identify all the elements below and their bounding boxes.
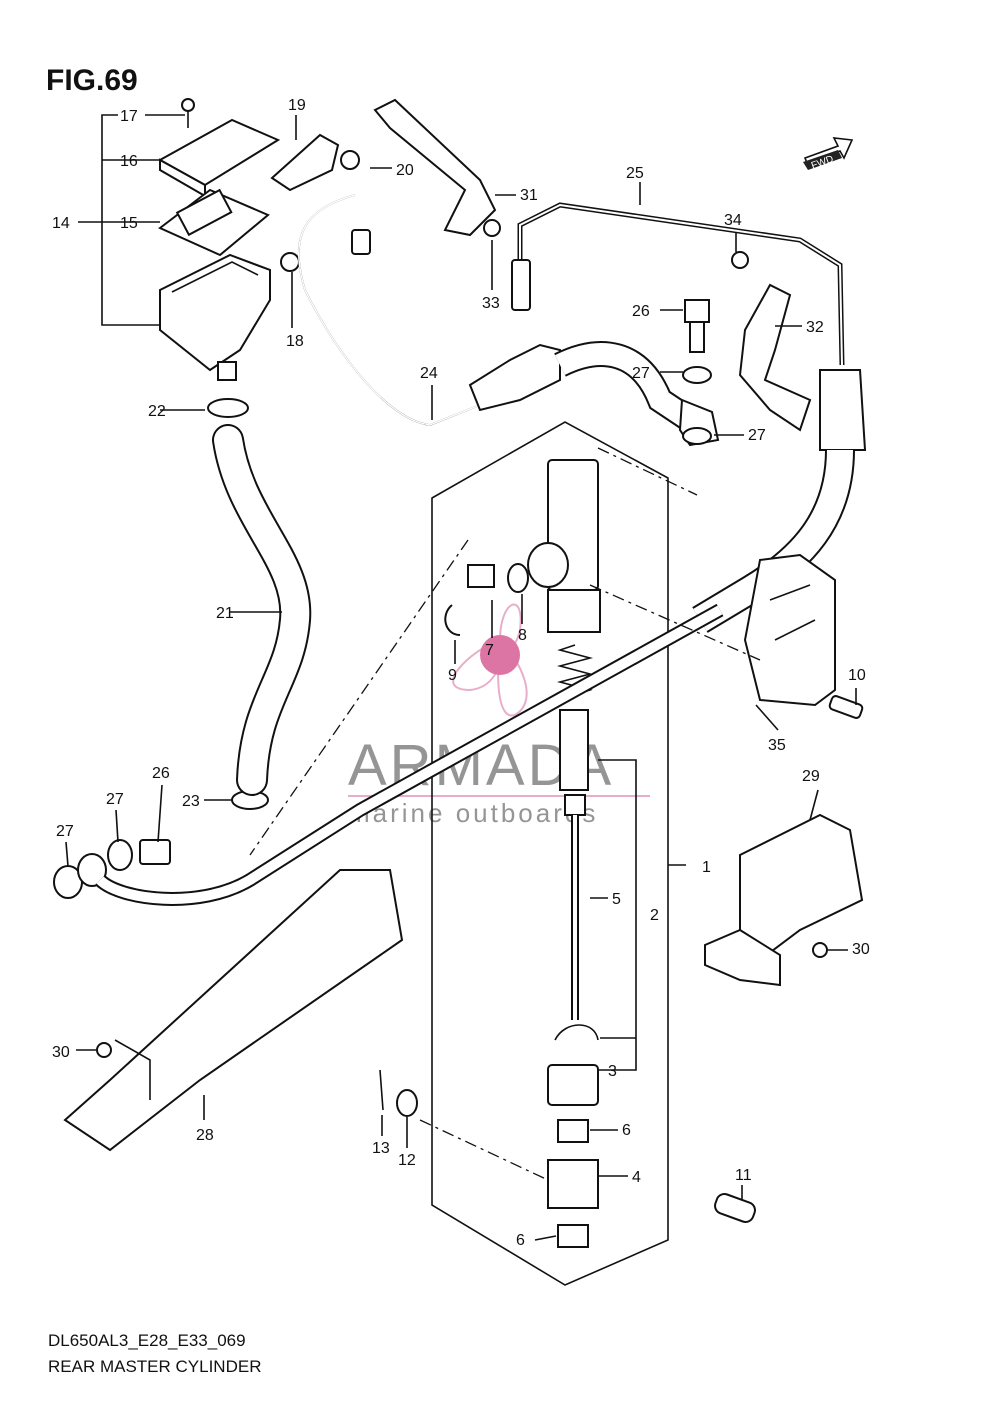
washer-27b: [682, 427, 712, 445]
master-cylinder-body: [444, 459, 601, 636]
callout-33: 33: [482, 295, 500, 312]
callout-30b: 30: [52, 1044, 70, 1061]
callout-30: 30: [852, 941, 870, 958]
union-bolt-26: [684, 299, 710, 323]
assembly-frame: [431, 421, 669, 1286]
callout-4: 4: [632, 1169, 641, 1186]
callout-22: 22: [148, 403, 166, 420]
callout-27: 27: [632, 365, 650, 382]
cotter-pin-13: [379, 1069, 384, 1111]
cover-29: [739, 813, 864, 962]
callout-15: 15: [120, 215, 138, 232]
clevis-4: [547, 1159, 599, 1209]
callout-27b: 27: [748, 427, 766, 444]
callout-3: 3: [608, 1063, 617, 1080]
reservoir-assembly: [157, 98, 281, 381]
figure-code: DL650AL3_E28_E33_069: [48, 1331, 246, 1350]
callout-25: 25: [626, 165, 644, 182]
screw-30-left: [96, 1042, 112, 1058]
callout-19: 19: [288, 97, 306, 114]
figure-name: REAR MASTER CYLINDER: [48, 1357, 261, 1376]
callout-11: 11: [735, 1167, 752, 1184]
callout-31: 31: [520, 187, 538, 204]
callout-26b: 26: [152, 765, 170, 782]
washer-12: [396, 1089, 418, 1117]
callout-27d: 27: [56, 823, 74, 840]
washer-27-left-b: [107, 839, 133, 871]
callout-26: 26: [632, 303, 650, 320]
boot-3: [547, 1064, 599, 1106]
propeller-logo-icon: [452, 603, 528, 717]
callout-29: 29: [802, 768, 820, 785]
bolt-34: [731, 251, 749, 269]
callout-20: 20: [396, 162, 414, 179]
callout-8: 8: [518, 627, 527, 644]
brake-hose-24: [298, 194, 481, 426]
callout-16: 16: [120, 153, 138, 170]
bolt-20: [340, 150, 360, 170]
callout-labels: 1 2 3 4 5 6 6 7 8 9 10 11 12 13 14 15 16…: [52, 97, 870, 1249]
callout-32: 32: [806, 319, 824, 336]
callout-5: 5: [612, 891, 621, 908]
bolt-18: [280, 252, 300, 272]
bracket-32: [738, 283, 812, 432]
nut-6b: [557, 1224, 589, 1248]
callout-6b: 6: [516, 1232, 525, 1249]
o-ring-8: [507, 563, 529, 593]
callout-14: 14: [52, 215, 70, 232]
nut-6: [557, 1119, 589, 1143]
circlip-9: [444, 604, 461, 636]
callout-6: 6: [622, 1122, 631, 1139]
circlip-ring: [554, 1024, 599, 1041]
brake-pipe-25: [517, 202, 845, 366]
screw-10: [828, 695, 864, 719]
screw-30-right: [812, 942, 828, 958]
callout-13: 13: [372, 1140, 390, 1157]
bolt-33: [483, 219, 501, 237]
figure-title: FIG.69: [46, 64, 138, 97]
union-bolt-26-left: [139, 839, 171, 865]
callout-7: 7: [485, 642, 494, 659]
callout-10: 10: [848, 667, 866, 684]
callout-34: 34: [724, 212, 742, 229]
bracket-31: [373, 98, 497, 237]
bracket-19: [270, 133, 340, 192]
callout-35: 35: [768, 737, 786, 754]
callout-1: 1: [702, 859, 711, 876]
hose-guard-35: [743, 553, 836, 707]
callout-27c: 27: [106, 791, 124, 808]
callout-12: 12: [398, 1152, 416, 1169]
callout-2: 2: [650, 907, 659, 924]
callout-28: 28: [196, 1127, 214, 1144]
callout-23: 23: [182, 793, 200, 810]
piston-2: [559, 709, 589, 791]
washer-27: [682, 366, 712, 384]
callout-9: 9: [448, 667, 457, 684]
hose-cover-28: [63, 869, 404, 1152]
callout-21: 21: [216, 605, 234, 622]
callout-18: 18: [286, 333, 304, 350]
clamp-22: [207, 398, 249, 418]
watermark-tagline: marine outboards: [348, 798, 598, 828]
callout-24: 24: [420, 365, 438, 382]
callout-17: 17: [120, 108, 138, 125]
pin-11: [714, 1193, 756, 1223]
forward-arrow-icon: FWD: [803, 137, 854, 172]
connector-7: [467, 564, 495, 588]
leader-lines: [65, 115, 857, 1241]
